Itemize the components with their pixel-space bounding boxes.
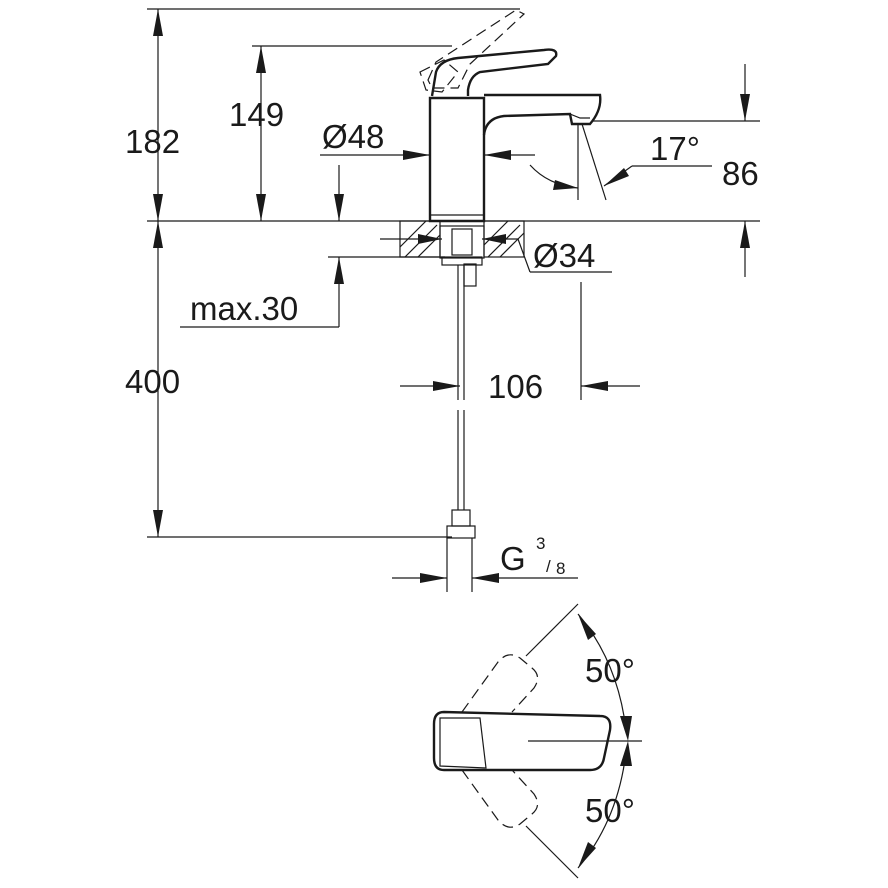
dimension-400: 400	[125, 221, 180, 537]
faucet-side-view	[419, 9, 602, 223]
thread-numerator-label: 3	[536, 534, 545, 553]
body-diameter-label: Ø48	[322, 118, 384, 155]
dimension-body-diameter: Ø48	[320, 118, 535, 160]
dimension-106: 106	[400, 282, 640, 405]
dimension-149: 149	[229, 46, 284, 221]
hole-diameter-label: Ø34	[533, 237, 595, 274]
max-deck-thickness-label: max.30	[190, 290, 298, 327]
supply-hose	[446, 265, 476, 592]
spout-reach-label: 106	[488, 368, 543, 405]
dimension-max-deck: max.30	[180, 165, 344, 328]
dimension-86: 86	[722, 64, 759, 277]
thread-base-label: G	[500, 540, 526, 577]
spout-height-label: 149	[229, 96, 284, 133]
dimension-connection-thread: G 3 / 8	[392, 534, 578, 583]
dimension-182: 182	[125, 9, 180, 221]
thread-denominator-label: 8	[556, 559, 565, 578]
rotation-lower-label: 50°	[585, 792, 635, 829]
thread-slash-label: /	[546, 557, 551, 576]
total-height-label: 182	[125, 123, 180, 160]
rotation-upper-label: 50°	[585, 652, 635, 689]
dimension-hole-diameter: Ø34	[380, 234, 612, 274]
hose-length-label: 400	[125, 363, 180, 400]
lever-top-view: 50° 50°	[432, 603, 642, 879]
dimension-spout-angle: 17°	[529, 123, 712, 201]
countertop-section	[399, 220, 525, 287]
spout-angle-label: 17°	[650, 130, 700, 167]
spout-clearance-label: 86	[722, 155, 759, 192]
